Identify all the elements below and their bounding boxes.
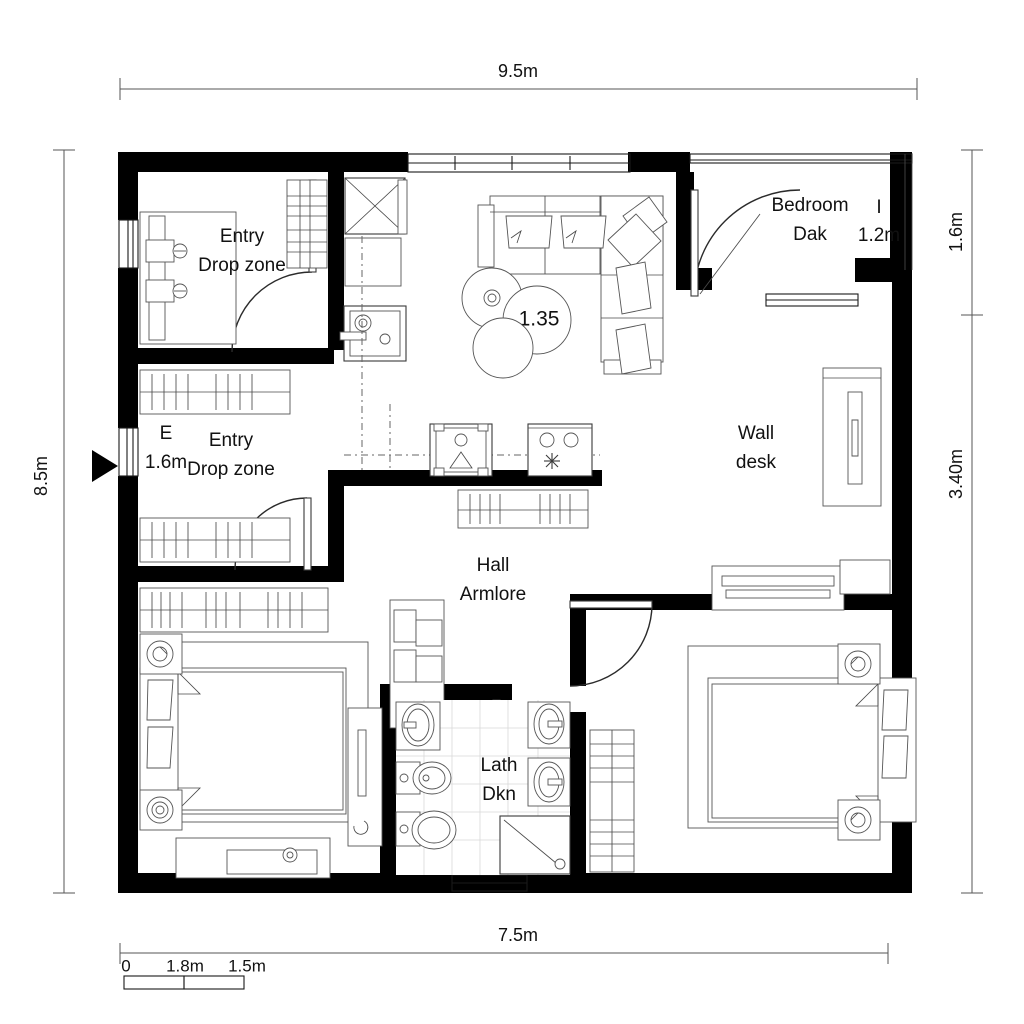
room-label-bath: Lath Dkn — [481, 755, 518, 805]
wall-desk-cabinet — [822, 367, 882, 507]
door-swing-hall-bedroom2[interactable] — [569, 600, 653, 687]
kitchen-cooktop-counter — [429, 423, 493, 477]
sliding-door-bedroom-top — [689, 153, 913, 270]
window-left-upper — [118, 219, 139, 269]
bedroom-right-nightstand-top — [837, 643, 881, 685]
bathroom-shower-stall — [499, 815, 571, 875]
living-sectional-sofa — [477, 195, 668, 375]
bedroom-door-threshold — [765, 293, 859, 307]
dimension-right-upper-label: 1.6m — [946, 212, 966, 252]
entry-console-table-upper — [139, 211, 237, 345]
dimension-right-lower-label: 3.40m — [946, 449, 966, 499]
sofa-pillow-1 — [505, 215, 553, 249]
bedroom-left-dresser — [175, 837, 331, 879]
kitchen-range — [527, 423, 593, 477]
kitchen-refrigerator — [344, 177, 408, 235]
svg-text:Armlore: Armlore — [460, 584, 527, 605]
annotation-door-width-bedroom: I 1.2m — [858, 197, 900, 246]
sofa-pillow-2 — [560, 215, 607, 249]
door-swing-bedroom-top-right[interactable] — [690, 189, 801, 297]
kitchen-base-cabinet — [344, 237, 402, 287]
window-living-room-top — [407, 153, 631, 173]
sofa-pillow-5 — [615, 261, 652, 315]
svg-text:Hall: Hall — [477, 555, 510, 576]
wall-desk-shelf-unit — [711, 559, 891, 611]
svg-text:Wall: Wall — [738, 423, 774, 444]
dimension-right-lower: 3.40m — [946, 315, 983, 894]
bathroom-vanity-sink-right-1 — [527, 701, 571, 749]
dimension-left: 8.5m — [31, 149, 75, 894]
dimension-right-upper: 1.6m — [946, 149, 983, 316]
closet-shelving-bath-right — [589, 729, 635, 873]
svg-text:1.2m: 1.2m — [858, 225, 900, 246]
bathroom-vanity-sink-left — [395, 701, 441, 751]
svg-text:desk: desk — [736, 452, 777, 473]
dimension-left-label: 8.5m — [31, 456, 51, 496]
entry-direction-arrow — [92, 450, 118, 482]
svg-text:Bedroom: Bedroom — [771, 195, 848, 216]
svg-text:Dak: Dak — [793, 224, 827, 245]
closet-rod-upper — [286, 179, 328, 269]
scale-tick-0: 0 — [121, 956, 130, 975]
room-label-entry-drop-zone-upper: Entry Drop zone — [198, 226, 286, 276]
bathroom-towel-rail-outside — [347, 707, 383, 847]
bathroom-toilet — [395, 810, 457, 850]
svg-text:Dkn: Dkn — [482, 784, 516, 805]
svg-text:I: I — [876, 197, 881, 218]
svg-text:Drop zone: Drop zone — [198, 255, 286, 276]
scale-tick-2: 1.5m — [228, 956, 266, 975]
room-label-bedroom-dak: Bedroom Dak — [771, 195, 848, 245]
entry-door-left[interactable] — [118, 427, 139, 477]
kitchen-sink — [339, 305, 407, 362]
room-label-wall-desk: Wall desk — [736, 423, 777, 473]
kitchen-centerline-dashed — [344, 236, 600, 470]
svg-text:Entry: Entry — [209, 430, 254, 451]
svg-text:Drop zone: Drop zone — [187, 459, 275, 480]
sofa-pillow-4 — [607, 213, 662, 268]
annotation-door-width-entry-left: E 1.6m — [145, 423, 187, 473]
sofa-pillow-6 — [615, 323, 652, 375]
closet-shelving-kitchen — [457, 489, 589, 529]
room-label-entry-drop-zone-lower: Entry Drop zone — [187, 430, 275, 480]
scale-bar: 0 1.8m 1.5m — [121, 956, 266, 990]
svg-text:Entry: Entry — [220, 226, 265, 247]
scale-tick-1: 1.8m — [166, 956, 204, 975]
bathroom-vanity-sink-right-2 — [527, 757, 571, 807]
dimension-bottom-label: 7.5m — [498, 925, 538, 945]
room-label-hall-armoire: Hall Armlore — [460, 555, 527, 605]
bedroom-right-bed — [707, 677, 917, 823]
bedroom-left-nightstand-top — [139, 633, 183, 675]
svg-text:E: E — [160, 423, 173, 444]
bedroom-left-nightstand-bottom — [139, 789, 183, 831]
bathroom-bidet — [395, 761, 452, 795]
svg-text:Lath: Lath — [481, 755, 518, 776]
coffee-table-diameter-label: 1.35 — [519, 308, 560, 331]
dimension-top-label: 9.5m — [498, 61, 538, 81]
dimension-bottom: 7.5m — [119, 925, 889, 964]
svg-text:1.6m: 1.6m — [145, 452, 187, 473]
closet-shelving-band-3 — [139, 587, 329, 633]
closet-shelving-band-2 — [139, 517, 291, 563]
bedroom-right-nightstand-bottom — [837, 799, 881, 841]
closet-shelving-band-1 — [139, 369, 291, 415]
dimension-top: 9.5m — [119, 61, 918, 100]
living-side-table-round-2 — [472, 317, 534, 379]
